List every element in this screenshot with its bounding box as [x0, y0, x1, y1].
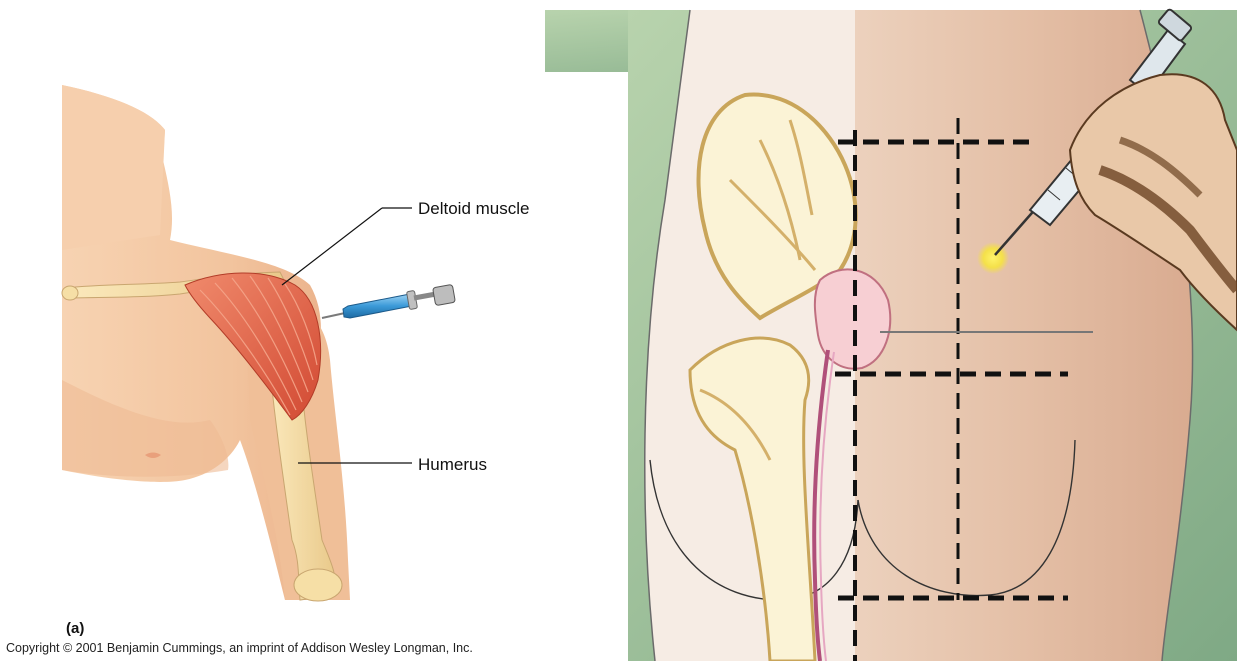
deltoid-panel: [62, 85, 455, 601]
neck-shape: [62, 85, 165, 250]
humerus-elbow: [294, 569, 342, 601]
panel-letter: (a): [66, 620, 84, 637]
clavicle-end: [62, 286, 78, 300]
label-deltoid-muscle: Deltoid muscle: [418, 199, 530, 219]
syringe-icon: [322, 284, 455, 318]
deltoid-leader-line: [282, 208, 382, 285]
copyright-notice: Copyright © 2001 Benjamin Cummings, an i…: [6, 641, 473, 655]
ventrogluteal-panel: [545, 0, 1237, 661]
injection-site-marker: [977, 242, 1009, 274]
label-humerus: Humerus: [418, 455, 487, 475]
canvas-white-patch: [545, 0, 1237, 10]
